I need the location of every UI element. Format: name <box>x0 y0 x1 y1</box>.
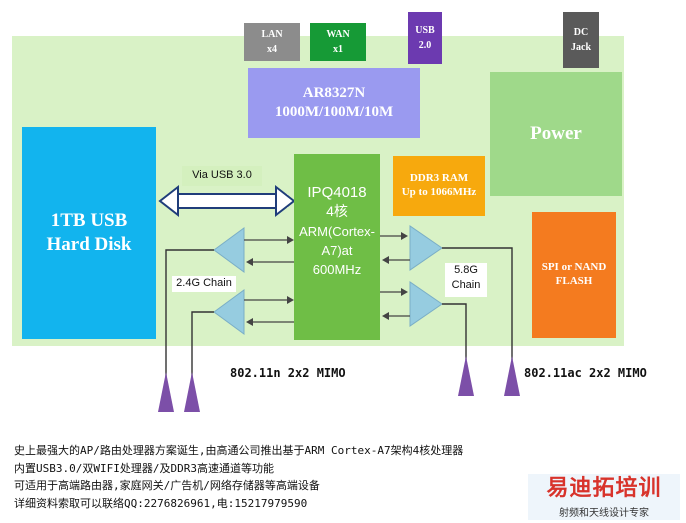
ddr-type: DDR3 RAM <box>409 172 469 185</box>
mimo-ac-label: 802.11ac 2x2 MIMO <box>524 366 647 380</box>
amplifier-24g-lower-icon <box>213 289 245 335</box>
watermark-logo: 易迪拓培训 射频和天线设计专家 <box>528 474 680 520</box>
arrow-icon <box>244 232 410 326</box>
power-block: Power <box>490 72 622 196</box>
cpu-block: IPQ4018 4核 ARM(Cortex-A7)at 600MHz <box>294 154 380 340</box>
dc-jack-block: DC Jack <box>563 12 599 68</box>
ddr-ram-block: DDR3 RAM Up to 1066MHz <box>393 156 485 216</box>
mimo-n-label: 802.11n 2x2 MIMO <box>230 366 346 380</box>
chain-24g-text: 2.4G Chain <box>176 277 232 289</box>
wan-label: WAN <box>326 29 350 40</box>
antenna-feed-lines <box>165 247 513 378</box>
antenna-icon <box>458 356 474 396</box>
hdd-type: Hard Disk <box>46 234 132 255</box>
switch-model: AR8327N <box>302 85 366 102</box>
flash-label: FLASH <box>555 275 593 287</box>
description-line: 可适用于高端路由器,家庭网关/广告机/网络存储器等高端设备 <box>14 479 320 493</box>
switch-chip-block: AR8327N 1000M/100M/10M <box>248 68 420 138</box>
description-text: 史上最强大的AP/路由处理器方案诞生,由高通公司推出基于ARM Cortex-A… <box>14 442 463 512</box>
flash-block: SPI or NAND FLASH <box>532 212 616 338</box>
amplifier-58g-upper-icon <box>409 225 443 271</box>
cpu-arch: ARM(Cortex-A7)at 600MHz <box>299 224 375 277</box>
chain-58g-band: 5.8G <box>454 264 478 276</box>
hard-disk-block: 1TB USB Hard Disk <box>22 127 156 339</box>
ddr-speed: Up to 1066MHz <box>401 186 477 198</box>
chain-24g-label: 2.4G Chain <box>172 276 236 292</box>
double-arrow-icon <box>158 184 296 218</box>
dc-label: DC <box>573 27 589 38</box>
usb3-link-text: Via USB 3.0 <box>192 169 252 182</box>
cpu-cores: 4核 <box>326 202 348 219</box>
wan-port-block: WAN x1 <box>310 23 366 61</box>
antenna-icon <box>158 372 174 412</box>
chain-58g-text: Chain <box>451 279 481 292</box>
lan-port-block: LAN x4 <box>244 23 300 61</box>
wan-count: x1 <box>333 44 343 55</box>
chain-58g-label: 5.8G Chain <box>445 263 487 297</box>
flash-type: SPI or NAND <box>541 261 607 274</box>
usb2-label: USB <box>415 25 435 36</box>
usb2-version: 2.0 <box>418 40 432 51</box>
lan-count: x4 <box>267 44 277 55</box>
amplifier-24g-upper-icon <box>213 227 245 273</box>
dc-sub: Jack <box>571 42 591 53</box>
lan-label: LAN <box>261 29 283 40</box>
switch-speed: 1000M/100M/10M <box>274 104 394 120</box>
hdd-capacity: 1TB USB <box>50 210 128 232</box>
amplifier-58g-lower-icon <box>409 281 443 327</box>
antenna-icon <box>504 356 520 396</box>
description-line: 内置USB3.0/双WIFI处理器/及DDR3高速通道等功能 <box>14 461 274 475</box>
antenna-icon <box>184 372 200 412</box>
usb2-port-block: USB 2.0 <box>408 12 442 64</box>
power-label: Power <box>530 123 582 145</box>
description-line: 详细资料索取可以联络QQ:2276826961,电:15217979590 <box>14 496 308 510</box>
logo-subtitle: 射频和天线设计专家 <box>559 507 649 519</box>
logo-title: 易迪拓培训 <box>546 476 662 501</box>
usb3-link-label: Via USB 3.0 <box>182 166 262 186</box>
cpu-model: IPQ4018 <box>307 184 367 201</box>
description-line: 史上最强大的AP/路由处理器方案诞生,由高通公司推出基于ARM Cortex-A… <box>14 444 464 457</box>
